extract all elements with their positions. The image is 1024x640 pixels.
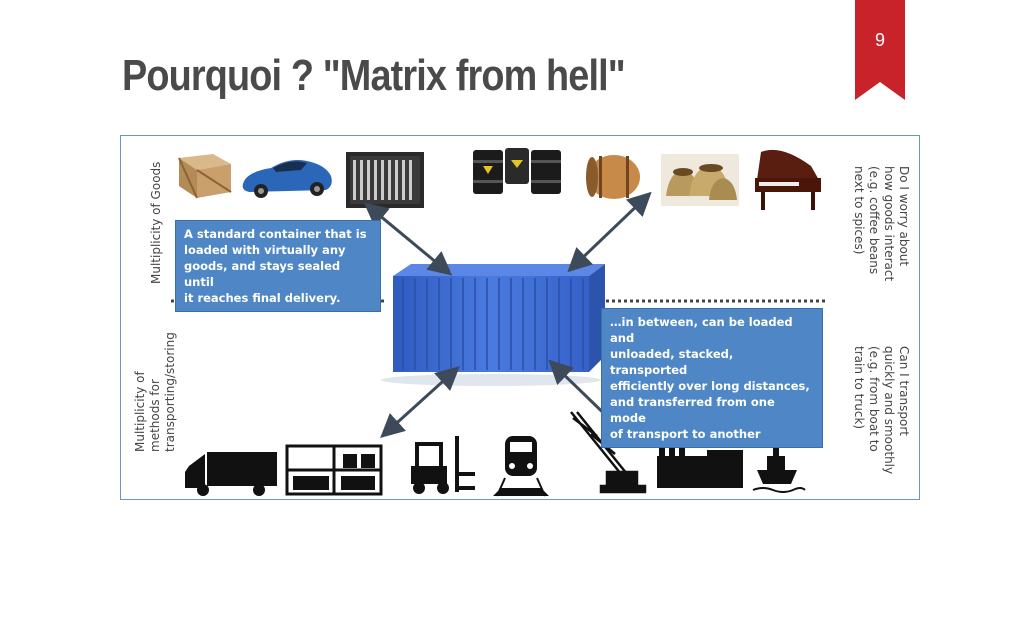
label-line: how goods interact bbox=[882, 166, 896, 282]
multiplicity-of-methods-label: Multiplicity of methods for transporting… bbox=[133, 332, 178, 452]
sports-car-icon bbox=[242, 160, 332, 198]
callout-line: goods, and stays sealed until bbox=[184, 259, 341, 289]
label-line: quickly and smoothly bbox=[882, 346, 896, 475]
callout-line: it reaches final delivery. bbox=[184, 291, 341, 305]
transport-question-label: Can I transport quickly and smoothly (e.… bbox=[851, 346, 911, 474]
matrix-from-hell-figure: Multiplicity of Goods Multiplicity of me… bbox=[120, 135, 920, 500]
multiplicity-of-goods-label: Multiplicity of Goods bbox=[149, 161, 163, 284]
grand-piano-icon bbox=[755, 149, 821, 210]
shipping-container bbox=[381, 264, 605, 386]
arrow-server-to-container bbox=[363, 202, 453, 276]
crane-icon bbox=[570, 411, 647, 494]
train-icon bbox=[493, 436, 549, 497]
label-line: Multiplicity of bbox=[133, 371, 147, 452]
label-line: transporting/storing bbox=[163, 332, 177, 452]
callout-line: loaded with virtually any bbox=[184, 243, 346, 257]
standard-container-callout: A standard container that is loaded with… bbox=[175, 220, 381, 312]
callout-line: efficiently over long distances, bbox=[610, 379, 810, 393]
wooden-crate-icon bbox=[178, 154, 232, 199]
figure-drawing bbox=[171, 148, 826, 497]
label-line: (e.g. coffee beans bbox=[867, 166, 881, 275]
wine-barrel-icon bbox=[586, 155, 640, 199]
label-line: (e.g. from boat to bbox=[867, 346, 881, 452]
goods-interaction-question-label: Do I worry about how goods interact (e.g… bbox=[851, 166, 911, 281]
callout-line: and transferred from one mode bbox=[610, 395, 775, 425]
callout-line: A standard container that is bbox=[184, 227, 367, 241]
coffee-sacks-icon bbox=[661, 154, 739, 206]
truck-icon bbox=[185, 452, 277, 496]
page-number: 9 bbox=[874, 30, 885, 50]
label-line: train to truck) bbox=[852, 346, 866, 430]
label-line: next to spices) bbox=[852, 166, 866, 255]
arrow-container-to-forklift bbox=[380, 365, 460, 439]
page-number-ribbon bbox=[855, 0, 905, 100]
label-line: Can I transport bbox=[897, 346, 911, 436]
server-rack-icon bbox=[346, 152, 424, 208]
callout-line: …in between, can be loaded and bbox=[610, 315, 793, 345]
storage-rack-icon bbox=[285, 444, 383, 496]
arrow-container-to-barrel bbox=[567, 191, 652, 273]
label-line: methods for bbox=[148, 379, 162, 452]
callout-line: of transport to another bbox=[610, 427, 761, 441]
label-line: Do I worry about bbox=[897, 166, 911, 267]
oil-barrels-icon bbox=[473, 148, 561, 194]
ship-icon bbox=[752, 446, 806, 493]
forklift-icon bbox=[411, 436, 475, 494]
in-between-callout: …in between, can be loaded and unloaded,… bbox=[601, 308, 823, 448]
callout-line: unloaded, stacked, transported bbox=[610, 347, 734, 377]
slide-title: Pourquoi ? "Matrix from hell" bbox=[122, 51, 626, 100]
